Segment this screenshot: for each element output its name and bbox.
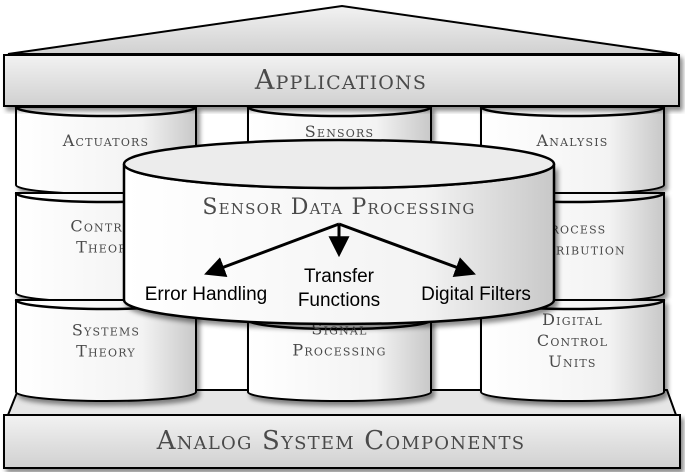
pillar-segment-rim <box>246 319 433 331</box>
drum-title: Sensor Data Processing <box>202 195 475 220</box>
pillar-segment-body <box>480 299 665 402</box>
drum-top <box>122 138 556 190</box>
core-item-1: Error Handling <box>145 284 268 305</box>
pillar-label-left-1: Actuators <box>62 131 150 150</box>
pillar-segment-rim <box>479 106 666 118</box>
pillar-segment-rim <box>246 106 433 118</box>
core-item-3: Digital Filters <box>421 284 531 305</box>
sensor-data-processing-drum: Sensor Data Processing Error Handling Tra… <box>122 138 556 326</box>
pillar-label-center-1: Sensors <box>305 122 374 141</box>
pillar-segment-body <box>247 319 432 402</box>
pillar-segment-body <box>15 299 197 402</box>
base-step-lower <box>3 414 681 469</box>
roof-beam <box>3 54 680 107</box>
base-label: Analog System Components <box>156 426 525 456</box>
pillar-segment-rim <box>14 106 198 118</box>
roof-pediment <box>7 4 678 55</box>
roof-label: Applications <box>254 65 427 96</box>
arrow-left <box>204 222 340 277</box>
arrow-right <box>338 222 476 278</box>
pillar-label-right-1: Analysis <box>535 131 608 150</box>
